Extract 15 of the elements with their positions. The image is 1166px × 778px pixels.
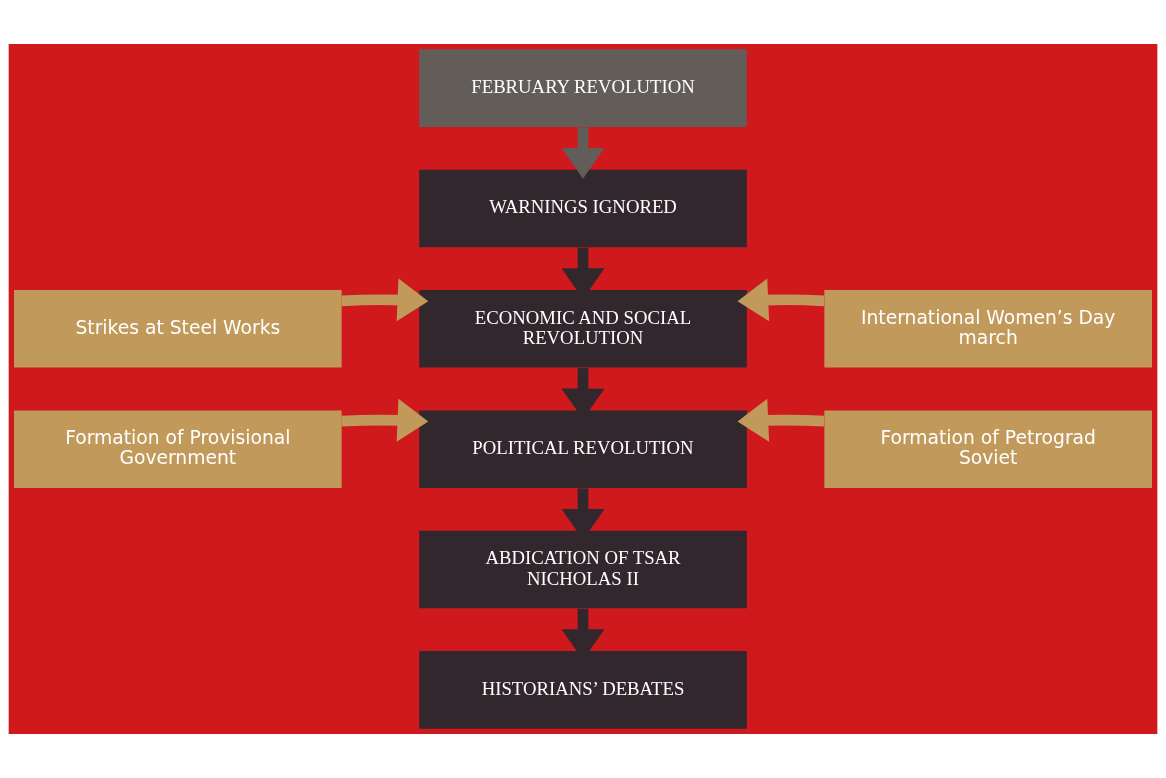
node-box: Strikes at Steel Works [14,290,342,368]
node-box: Formation of Provisional Government [14,410,342,488]
node-box: ECONOMIC AND SOCIAL REVOLUTION [419,290,747,368]
node-box: POLITICAL REVOLUTION [419,410,747,488]
node-box: HISTORIANS’ DEBATES [419,651,747,729]
node-box: ABDICATION OF TSAR NICHOLAS II [419,530,747,609]
arrow [737,398,825,442]
arrow [341,398,429,442]
arrow [561,127,605,179]
node-box: FEBRUARY REVOLUTION [419,49,747,127]
arrow [737,278,825,322]
arrow [341,278,429,322]
node-box: Formation of Petrograd Soviet [824,410,1152,488]
node-box: WARNINGS IGNORED [419,169,747,248]
node-box: International Women’s Day march [824,290,1152,368]
